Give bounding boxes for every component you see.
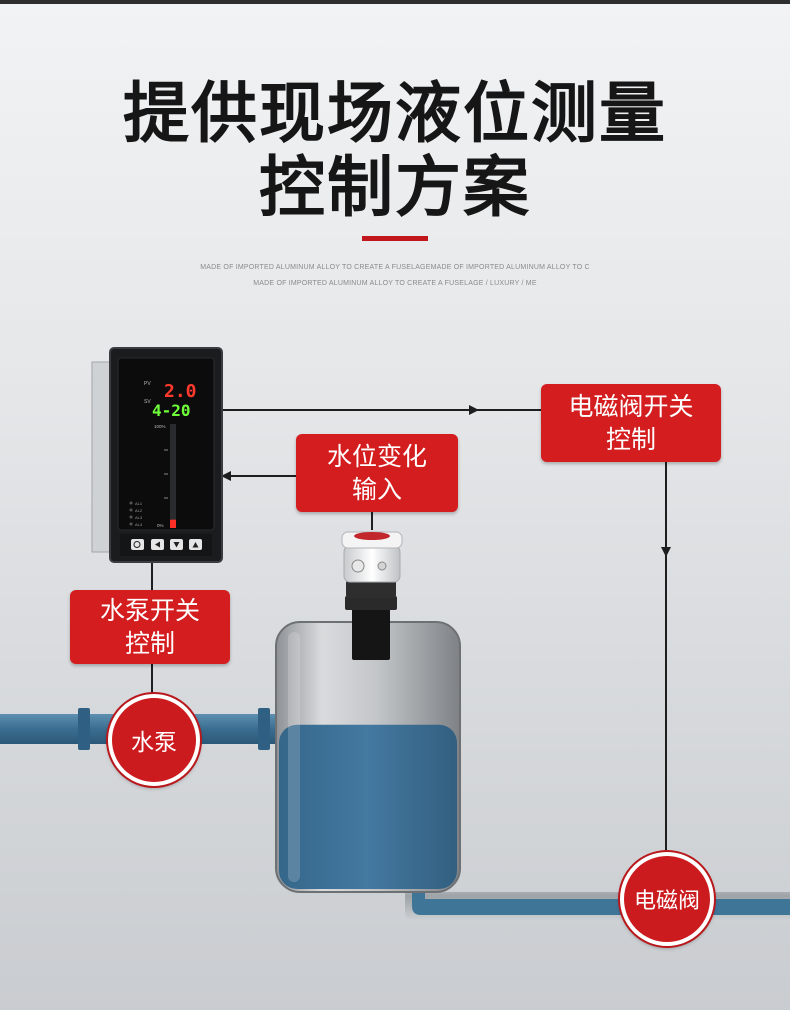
level-input-label: 水位变化 输入 <box>296 434 458 512</box>
valve-switch-control-label: 电磁阀开关 控制 <box>541 384 721 462</box>
level-input-line1: 水位变化 <box>326 442 427 471</box>
level-input-line2: 输入 <box>351 475 402 504</box>
bar-tick-marks <box>164 449 168 499</box>
subtitle-line1: MADE OF IMPORTED ALUMINUM ALLOY TO CREAT… <box>200 264 590 271</box>
bar-graph-fill <box>170 519 176 528</box>
bar-top-label: 100% <box>154 424 166 429</box>
alarm-label-2: AL2 <box>135 508 143 513</box>
valve-switch-line2: 控制 <box>605 425 656 454</box>
pump-badge-text: 水泵 <box>131 730 177 756</box>
tank-highlight <box>288 632 300 882</box>
page-title-line1: 提供现场液位测量 <box>123 75 667 152</box>
sv-label: SV <box>144 399 151 405</box>
alarm-indicators <box>129 501 133 526</box>
sv-value: 4-20 <box>152 401 191 420</box>
pipe-joint <box>258 708 270 750</box>
controller-set-button[interactable] <box>131 539 144 550</box>
bar-bottom-label: 0% <box>157 523 164 528</box>
valve-switch-line1: 电磁阀开关 <box>568 392 694 421</box>
alarm-label-1: AL1 <box>135 501 143 506</box>
alarm-label-3: AL3 <box>135 515 143 520</box>
top-bar <box>0 0 790 4</box>
pump-switch-control-label: 水泵开关 控制 <box>70 590 230 664</box>
solenoid-valve-badge-text: 电磁阀 <box>633 889 700 914</box>
pump-switch-line2: 控制 <box>124 629 175 658</box>
solenoid-valve-badge: 电磁阀 <box>620 852 714 946</box>
alarm-label-4: AL4 <box>135 522 143 527</box>
pipe-joint <box>78 708 90 750</box>
pv-label: PV <box>144 381 151 387</box>
bar-graph-track <box>170 424 176 528</box>
page-title-line2: 控制方案 <box>259 149 531 226</box>
controller-buttons <box>131 539 202 550</box>
title-divider <box>362 236 428 241</box>
subtitle-line2: MADE OF IMPORTED ALUMINUM ALLOY TO CREAT… <box>253 280 537 287</box>
tank-water <box>279 724 457 889</box>
ultrasonic-level-sensor <box>341 531 403 660</box>
pump-badge: 水泵 <box>108 694 200 786</box>
pump-switch-line1: 水泵开关 <box>99 596 200 625</box>
level-controller <box>91 347 223 563</box>
pv-value: 2.0 <box>164 381 197 402</box>
